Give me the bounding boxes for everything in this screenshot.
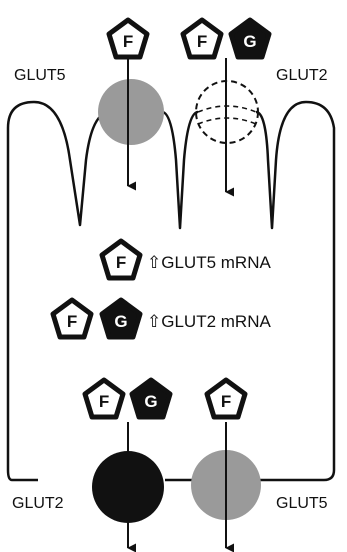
glucose-label: G <box>243 32 256 51</box>
glucose-label: G <box>144 392 157 411</box>
apical-glut5-transporter <box>98 79 164 145</box>
basal-glut2-label: GLUT2 <box>12 495 64 512</box>
fructose-pentagon-icon: F <box>50 297 94 340</box>
glut2-mrna-label: ⇧GLUT2 mRNA <box>147 312 271 331</box>
glucose-pentagon-icon: G <box>228 17 272 60</box>
fructose-pentagon-icon: F <box>82 377 126 420</box>
glucose-pentagon-icon: G <box>129 377 173 420</box>
fructose-label: F <box>116 253 126 272</box>
fructose-pentagon-icon: F <box>204 377 248 420</box>
glucose-label: G <box>114 312 127 331</box>
fructose-pentagon-icon: F <box>99 238 143 281</box>
basal-glut5-label: GLUT5 <box>276 495 328 512</box>
apical-glut5-label: GLUT5 <box>14 67 66 84</box>
fructose-label: F <box>197 32 207 51</box>
fructose-label: F <box>221 392 231 411</box>
fructose-label: F <box>99 392 109 411</box>
cell-membrane <box>6 100 336 482</box>
fructose-label: F <box>123 32 133 51</box>
fructose-pentagon-icon: F <box>180 17 224 60</box>
apical-glut2-label: GLUT2 <box>276 67 328 84</box>
fructose-label: F <box>67 312 77 331</box>
glut5-mrna-label: ⇧GLUT5 mRNA <box>147 253 271 272</box>
fructose-pentagon-icon: F <box>106 17 150 60</box>
glucose-pentagon-icon: G <box>99 297 143 340</box>
